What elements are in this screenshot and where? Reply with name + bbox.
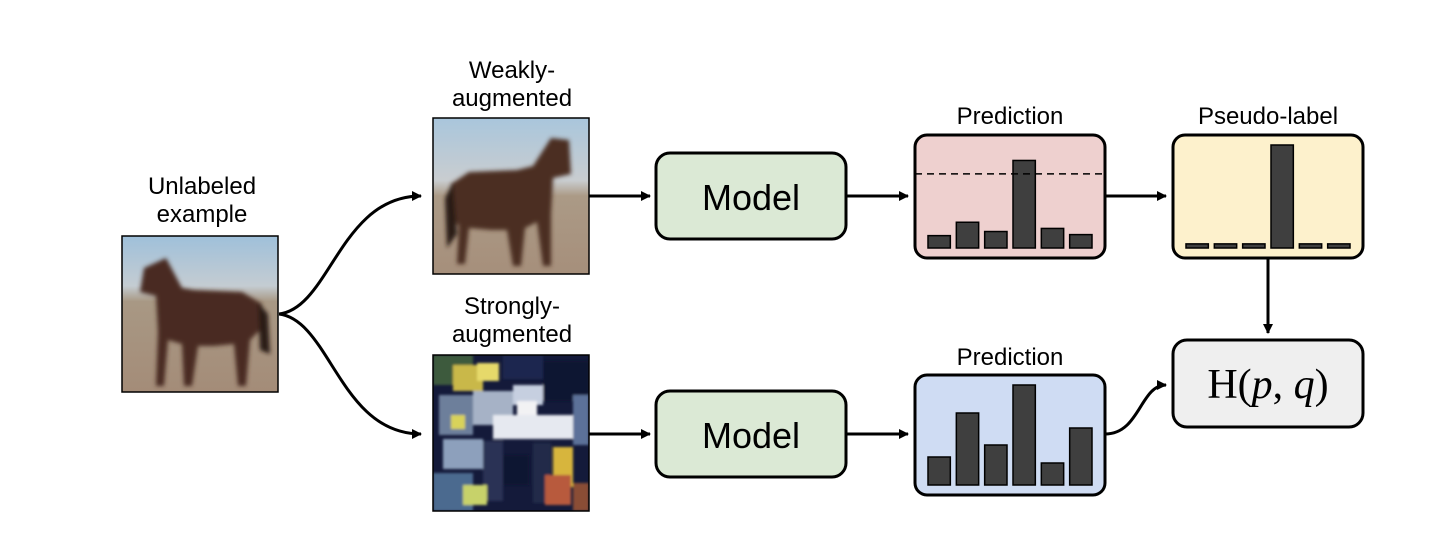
loss-comma: , [1273, 362, 1294, 408]
arrow-pred-bottom-to-loss [1104, 380, 1167, 436]
weak-label-line2: augmented [452, 85, 572, 112]
unlabeled-label-line1: Unlabeled [148, 173, 256, 200]
pseudo-label-bar-2 [1213, 243, 1238, 249]
weak-augmented-horse-image [432, 117, 590, 275]
pseudo-label-bar-6 [1326, 243, 1351, 249]
unlabeled-horse-image [121, 235, 279, 393]
pseudo-title: Pseudo-label [1198, 103, 1338, 130]
cross-entropy-loss: H(p, q) [1207, 362, 1328, 408]
strong-label-line1: Strongly- [464, 293, 560, 320]
model-top-label: Model [702, 177, 800, 218]
pred-bottom-bar-6 [1068, 427, 1093, 486]
pred-top-bar-2 [955, 221, 980, 249]
pred-top-bar-5 [1040, 227, 1065, 249]
pseudo-label-chart [1171, 133, 1365, 260]
pseudo-label-bar-3 [1241, 243, 1266, 249]
model-bottom-box: Model [654, 389, 848, 479]
arrow-to-strong [278, 312, 422, 439]
pred-bottom-bar-1 [927, 456, 952, 486]
pred-top-bar-1 [927, 234, 952, 249]
pseudo-label-bar-5 [1298, 243, 1323, 249]
pred-top-bar-3 [983, 230, 1008, 249]
pseudo-label-bar-1 [1185, 243, 1210, 249]
arrow-to-weak [278, 191, 422, 316]
pred-bottom-title: Prediction [957, 344, 1064, 371]
pred-top-bar-6 [1068, 233, 1093, 249]
pseudo-label-bar-4 [1270, 144, 1295, 249]
pred-top-title: Prediction [957, 103, 1064, 130]
model-top-box: Model [654, 151, 848, 241]
loss-p: p [1249, 362, 1273, 408]
pred-bottom-bar-4 [1012, 384, 1037, 486]
unlabeled-label-line2: example [157, 201, 248, 228]
loss-h: H [1207, 362, 1237, 408]
loss-q: q [1294, 362, 1315, 408]
loss-close-paren: ) [1315, 362, 1329, 408]
loss-box: H(p, q) [1171, 338, 1365, 429]
loss-open-paren: ( [1238, 362, 1252, 408]
pred-bottom-chart [913, 373, 1107, 497]
pred-bottom-bar-5 [1040, 462, 1065, 486]
model-bottom-label: Model [702, 415, 800, 456]
strong-augmented-horse-image [432, 354, 590, 512]
strong-label-line2: augmented [452, 321, 572, 348]
pred-top-bar-4 [1012, 159, 1037, 249]
pred-bottom-bar-2 [955, 412, 980, 486]
pred-bottom-bar-3 [983, 444, 1008, 486]
pred-top-chart [913, 133, 1107, 260]
weak-label-line1: Weakly- [469, 57, 555, 84]
